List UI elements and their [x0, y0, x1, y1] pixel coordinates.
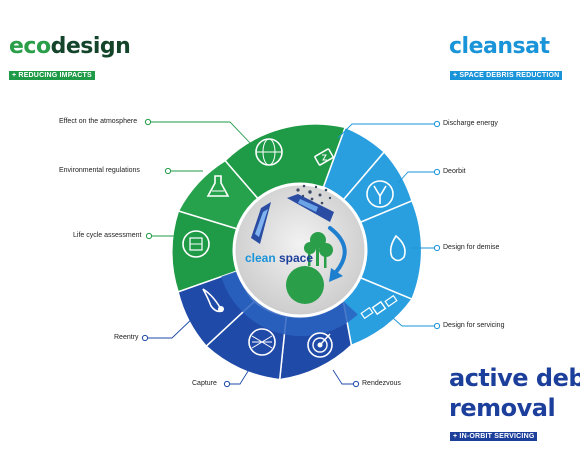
cleansat-suffix: sat	[512, 34, 550, 59]
flame-drop-icon	[389, 234, 406, 262]
target-icon	[307, 332, 333, 358]
connector-deorbit	[397, 171, 434, 184]
cleansat-prefix: clean	[449, 34, 513, 59]
reentry-flame-icon	[202, 288, 224, 313]
battery-icon	[314, 148, 334, 166]
satellite-icon	[360, 294, 398, 320]
connector-discharge	[337, 123, 434, 139]
recycle-box-icon	[182, 230, 210, 258]
hub-clean-text: clean	[245, 251, 276, 265]
ring-inner-blue-band	[221, 270, 358, 337]
cleansat-logo: cleansat	[449, 34, 550, 59]
label-effect: Effect on the atmosphere	[59, 118, 138, 125]
ecodesign-prefix: eco	[9, 34, 51, 59]
adr-line2: removal	[449, 394, 556, 422]
adr-line1: active debri	[449, 364, 580, 392]
connector-effect	[151, 121, 253, 146]
label-servicing: Design for servicing	[443, 322, 505, 329]
segment-icons	[182, 138, 406, 358]
flask-icon	[206, 175, 230, 197]
ecodesign-logo: ecodesign	[9, 34, 131, 59]
globe-icon	[255, 138, 283, 166]
deorbit-icon	[366, 180, 394, 208]
connector-reentry	[148, 314, 197, 339]
net-icon	[248, 328, 276, 356]
hub-illustration	[251, 184, 347, 304]
label-env: Environmental regulations	[59, 167, 140, 174]
label-deorbit: Deorbit	[443, 168, 466, 175]
connector-rendezvous	[332, 369, 353, 385]
connectors	[141, 118, 441, 388]
label-capture: Capture	[192, 380, 217, 387]
label-reentry: Reentry	[114, 334, 139, 341]
label-rendezvous: Rendezvous	[362, 380, 401, 387]
ecodesign-tag: + REDUCING IMPACTS	[9, 71, 95, 80]
cleansat-tag: + SPACE DEBRIS REDUCTION	[450, 71, 563, 80]
label-discharge: Discharge energy	[443, 120, 498, 127]
adr-tag: + IN-ORBIT SERVICING	[450, 432, 538, 441]
connector-servicing	[392, 317, 434, 327]
label-demise: Design for demise	[443, 244, 500, 251]
ecodesign-suffix: design	[50, 34, 131, 59]
hub-space-text: space	[279, 251, 313, 265]
label-lca: Life cycle assessment	[73, 232, 142, 239]
connector-capture	[230, 367, 251, 385]
